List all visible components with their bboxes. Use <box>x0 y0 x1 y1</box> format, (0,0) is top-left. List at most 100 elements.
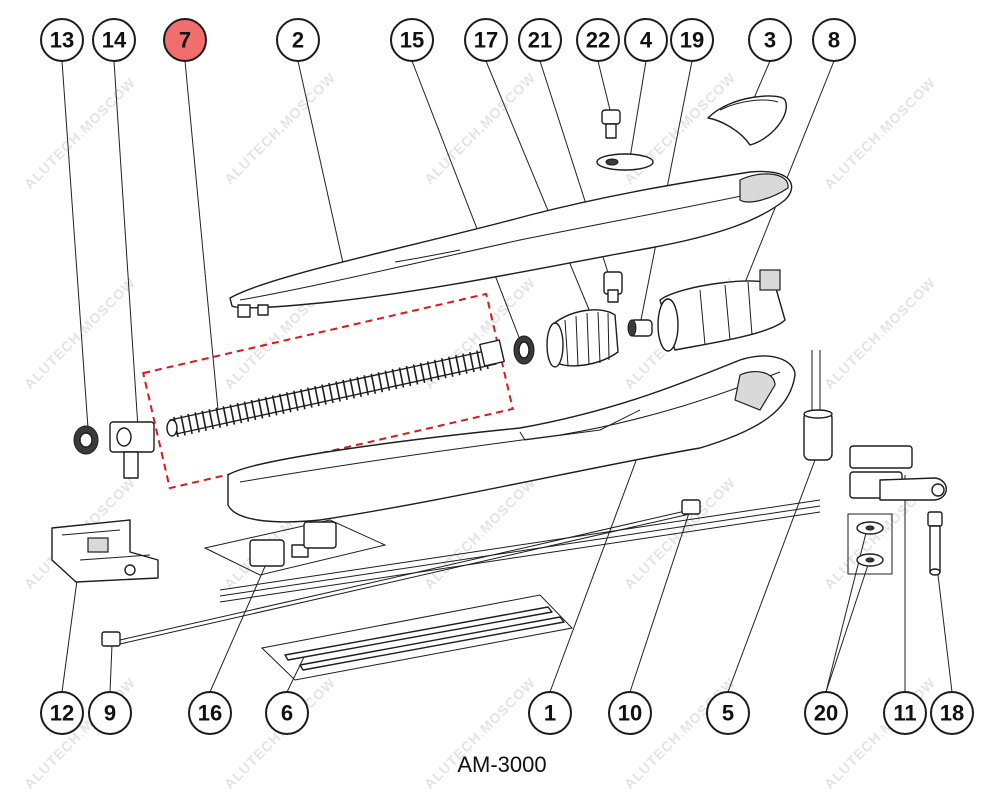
part-key <box>601 109 621 139</box>
part-bearing <box>513 335 535 365</box>
part-motor <box>657 269 786 352</box>
thread-ridge <box>440 358 447 379</box>
leader-lines <box>61 60 953 693</box>
thread-ridge <box>335 381 341 402</box>
thread-ridge <box>377 372 384 393</box>
part-washer-left <box>73 425 99 455</box>
callout-5: 5 <box>706 691 750 735</box>
thread-ridge <box>243 401 250 422</box>
thread-ridge <box>187 413 193 435</box>
callout-13: 13 <box>40 18 84 62</box>
callout-4: 4 <box>624 18 668 62</box>
thread-ridge <box>349 378 355 399</box>
thread-ridge <box>328 382 334 404</box>
thread-ridge <box>462 353 468 374</box>
part-pinion <box>603 271 623 303</box>
callout-19: 19 <box>670 18 714 62</box>
model-caption: AM-3000 <box>457 752 546 777</box>
part-coupling <box>627 319 653 337</box>
thread-ridge <box>314 385 320 407</box>
thread-ridge <box>236 402 243 424</box>
thread-ridge <box>398 367 405 388</box>
svg-text:22: 22 <box>586 28 610 53</box>
callout-21: 21 <box>518 18 562 62</box>
thread-ridge <box>370 373 377 394</box>
svg-text:21: 21 <box>528 28 552 53</box>
svg-text:14: 14 <box>102 28 127 53</box>
callout-7: 7 <box>163 18 207 62</box>
screw-threads <box>173 348 489 438</box>
part-connector <box>681 499 701 515</box>
part-mounting-bracket-left <box>51 519 159 583</box>
svg-text:11: 11 <box>893 701 916 726</box>
thread-ridge <box>412 364 419 385</box>
svg-text:2: 2 <box>292 28 304 53</box>
thread-ridge <box>476 350 482 371</box>
callout-3: 3 <box>748 18 792 62</box>
thread-ridge <box>229 404 236 425</box>
svg-text:6: 6 <box>281 701 293 726</box>
watermark: ALUTECH.MOSCOW <box>21 674 139 792</box>
part-profile-strips <box>260 594 574 681</box>
thread-ridge <box>208 409 215 430</box>
watermark-layer: ALUTECH.MOSCOW ALUTECH.MOSCOW ALUTECH.MO… <box>21 69 939 792</box>
part-gear-wheel <box>546 309 619 368</box>
thread-ridge <box>250 399 257 421</box>
callouts: 13 14 7 2 15 17 21 22 4 19 3 8 12 9 16 6… <box>40 18 974 735</box>
thread-ridge <box>426 361 433 382</box>
callout-14: 14 <box>92 18 136 62</box>
callout-11: 11 <box>883 691 927 735</box>
thread-ridge <box>356 376 362 397</box>
callout-6: 6 <box>265 691 309 735</box>
svg-text:13: 13 <box>50 28 74 53</box>
thread-ridge <box>201 410 207 431</box>
part-key-cover <box>596 153 654 171</box>
callout-22: 22 <box>576 18 620 62</box>
svg-text:3: 3 <box>764 28 776 53</box>
part-worm-screw <box>142 292 514 490</box>
thread-ridge <box>405 365 412 387</box>
svg-text:15: 15 <box>400 28 424 53</box>
part-electronics <box>203 519 387 576</box>
svg-text:1: 1 <box>544 701 556 726</box>
thread-ridge <box>278 393 285 414</box>
thread-ridge <box>215 407 222 428</box>
thread-ridge <box>264 396 271 418</box>
part-capacitor <box>803 350 833 461</box>
part-cables <box>219 499 821 603</box>
thread-ridge <box>455 355 461 376</box>
thread-ridge <box>285 392 292 413</box>
thread-ridge <box>384 370 391 391</box>
svg-text:17: 17 <box>474 28 498 53</box>
svg-text:20: 20 <box>814 701 838 726</box>
svg-text:18: 18 <box>940 701 964 726</box>
thread-ridge <box>447 356 454 377</box>
callout-9: 9 <box>88 691 132 735</box>
watermark: ALUTECH.MOSCOW <box>221 69 339 187</box>
thread-ridge <box>292 390 299 411</box>
thread-ridge <box>419 362 426 384</box>
callout-20: 20 <box>804 691 848 735</box>
callout-15: 15 <box>390 18 434 62</box>
watermark: ALUTECH.MOSCOW <box>821 274 939 392</box>
svg-text:8: 8 <box>828 28 840 53</box>
svg-text:4: 4 <box>640 28 653 53</box>
part-rear-bracket <box>109 421 155 479</box>
part-washers <box>847 513 893 575</box>
watermark: ALUTECH.MOSCOW <box>21 274 139 392</box>
svg-text:5: 5 <box>722 701 734 726</box>
watermark: ALUTECH.MOSCOW <box>821 74 939 192</box>
callout-18: 18 <box>930 691 974 735</box>
thread-ridge <box>300 389 306 410</box>
callout-12: 12 <box>40 691 84 735</box>
svg-text:16: 16 <box>198 701 222 726</box>
svg-text:10: 10 <box>618 701 642 726</box>
svg-text:7: 7 <box>179 28 191 53</box>
thread-ridge <box>363 375 370 396</box>
thread-ridge <box>257 398 264 419</box>
part-front-bracket <box>849 445 947 501</box>
svg-text:9: 9 <box>104 701 116 726</box>
callout-17: 17 <box>464 18 508 62</box>
